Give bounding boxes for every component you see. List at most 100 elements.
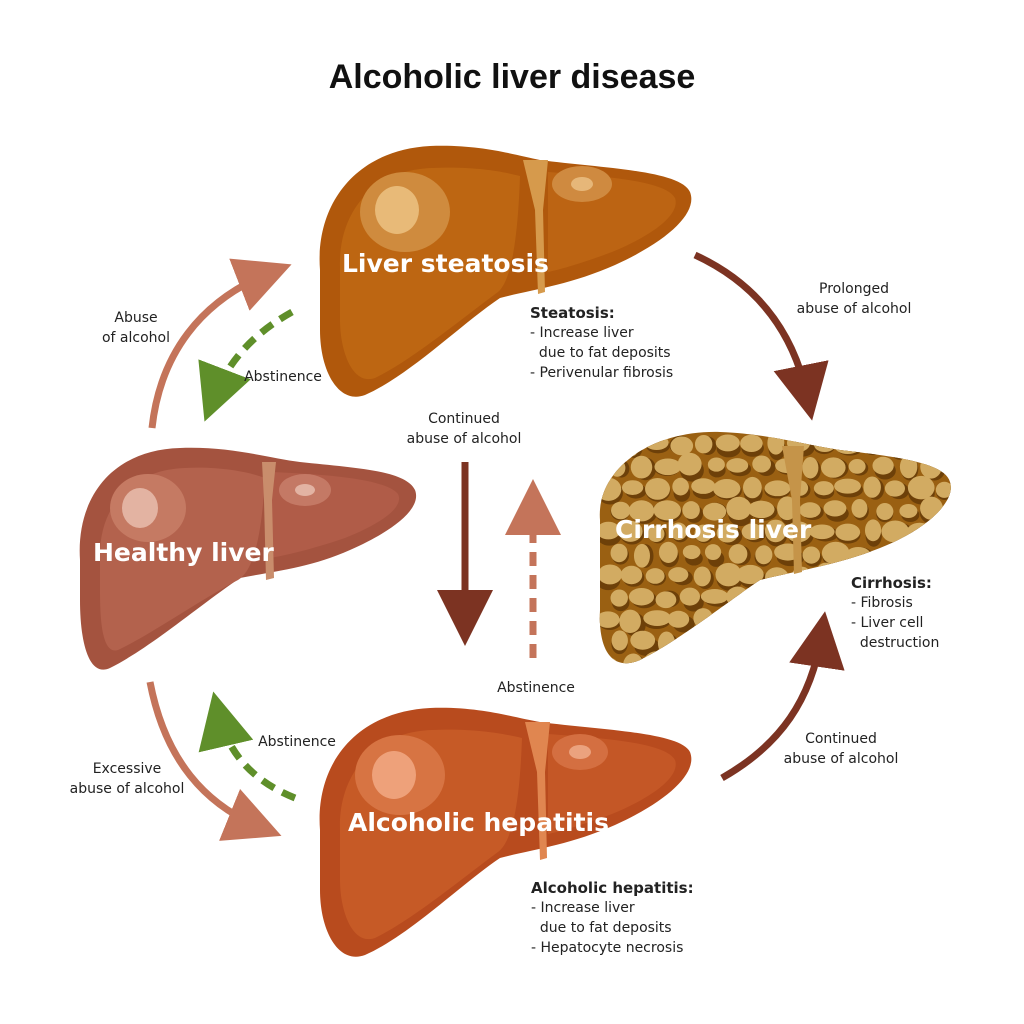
nodule [611,501,631,520]
nodule [599,611,620,628]
nodule [745,655,763,664]
nodule [622,433,640,457]
nodule [935,481,951,498]
hepatitis-note: Alcoholic hepatitis: - Increase liver du… [531,878,694,958]
nodule [802,456,819,479]
nodule [797,585,822,610]
nodule-shadow [730,635,753,658]
nodule [814,437,836,453]
hepatitis-note-item: - Hepatocyte necrosis [531,940,684,956]
nodule [682,544,701,560]
nodule [693,608,713,629]
nodule [633,543,650,568]
nodule [906,656,934,664]
nodule [621,480,644,495]
abuse-label: Abuse of alcohol [96,308,176,348]
nodule-shadow [841,657,859,664]
nodule-shadow [790,614,812,636]
nodule-shadow [681,636,703,653]
cirrhosis-note-title: Cirrhosis: [851,574,932,592]
nodule-shadow [778,631,801,655]
nodule [774,630,796,654]
nodule-shadow [625,435,643,459]
nodule [645,477,671,500]
nodule [658,541,678,563]
nodule [862,433,884,452]
nodule [630,455,653,479]
nodule [861,654,885,664]
nodule [899,455,918,479]
nodule [628,500,655,522]
hepatitis-note-item: - Increase liver [531,900,635,916]
nodule [764,519,787,543]
nodule [736,564,764,585]
cirrhosis-note-item: destruction [851,635,940,651]
nodule-shadow [600,661,618,664]
abstinence-label-center: Abstinence [497,680,575,696]
nodule [815,562,837,586]
nodule [789,611,811,633]
nodule [888,434,908,457]
nodule [599,434,619,454]
nodule [729,632,752,655]
abuse-arrow [148,258,292,429]
abstinence-arrow-bottom-left [198,691,297,802]
abuse-label-line: Abuse [114,310,158,326]
nodule [712,479,741,499]
nodule [726,496,752,520]
nodule [899,503,918,519]
cirrhosis-note-item: - Fibrosis [851,595,913,611]
nodule-shadow [751,634,777,656]
nodule-shadow [816,568,838,592]
nodule [702,502,727,521]
nodule [610,543,628,563]
nodule [713,653,741,664]
steatosis-note-item: - Increase liver [530,325,634,341]
nodule [848,459,866,474]
hepatitis-liver-shape [319,707,692,957]
nodule [907,475,935,500]
nodule [764,480,791,497]
nodule [835,523,861,541]
nodule-shadow [642,656,670,664]
nodule [654,458,682,476]
nodule-shadow [744,613,763,631]
steatosis-note: Steatosis: - Increase liver due to fat d… [530,303,673,383]
nodule [704,544,722,561]
nodule [645,568,665,584]
hepatitis-note-item: due to fat deposits [531,920,672,936]
nodule [691,478,716,494]
prolonged-label: Prolonged abuse of alcohol [784,279,924,319]
abuse-label-line: of alcohol [101,330,170,346]
nodule [694,524,712,542]
nodule [643,651,671,664]
diagram-title: Alcoholic liver disease [328,58,696,96]
nodule [920,546,944,564]
nodule [610,589,628,607]
nodule [778,589,797,611]
nodule [808,613,836,630]
nodule [863,476,881,498]
nodule-shadow [799,590,824,614]
continued-label-right: Continued abuse of alcohol [776,729,906,769]
nodule [864,519,882,542]
nodule [668,567,689,583]
nodule-shadow [889,438,910,460]
nodule [677,452,702,476]
nodule [599,477,622,501]
steatosis-note-item: due to fat deposits [530,345,671,361]
nodule [599,521,621,540]
nodule [933,436,951,455]
prolonged-label-line: Prolonged [819,281,889,297]
nodule [802,546,821,564]
nodule-shadow [922,549,946,567]
nodule [753,589,776,608]
nodule [628,587,655,606]
nodule [884,652,910,664]
nodule [906,522,933,544]
nodule [715,562,742,587]
nodule [740,434,763,453]
nodule-shadow [935,654,951,664]
